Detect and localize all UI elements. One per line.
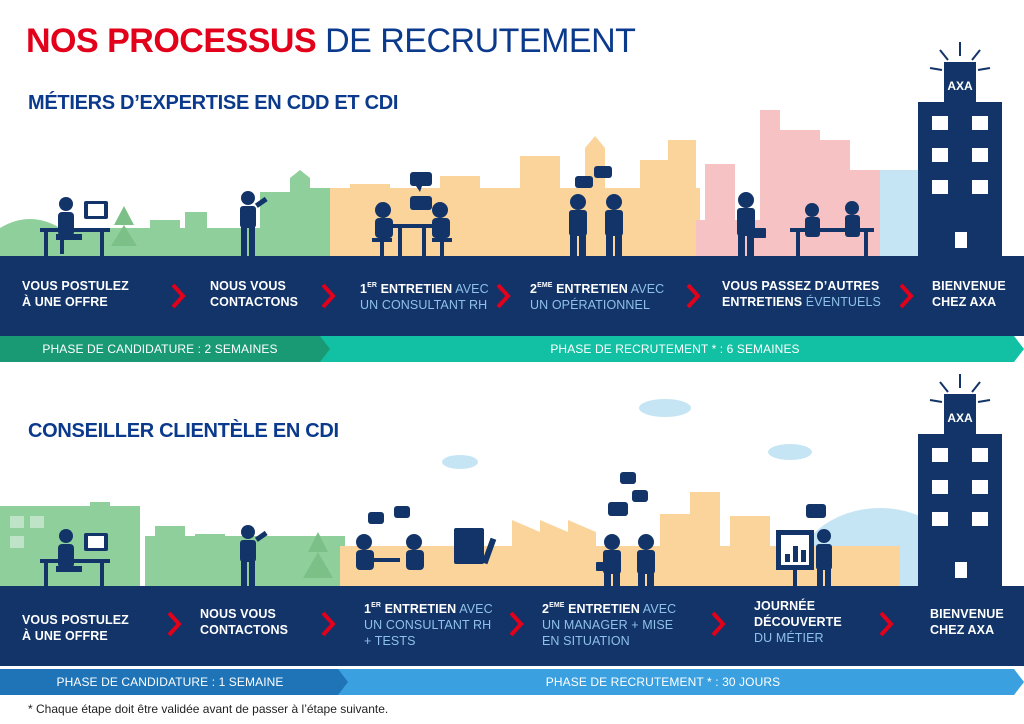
interview-consultant-icon [372,172,452,256]
s1-phase-bar [0,336,1024,362]
s1-phase-candidature: PHASE DE CANDIDATURE : 2 SEMAINES [42,342,278,356]
title-rest: DE RECRUTEMENT [325,22,636,60]
section1-steps-band [0,256,1024,336]
skyline-green [0,170,332,256]
house-icon [262,556,290,586]
person-at-computer-icon [40,197,110,256]
s2-phase-recrutement: PHASE DE RECRUTEMENT * : 30 JOURS [545,675,781,689]
s1-chevron-right-icon-3 [496,283,511,309]
skyline-pink [696,110,906,256]
tree-icon [111,206,137,246]
s1-phase-recrutement: PHASE DE RECRUTEMENT * : 6 SEMAINES [550,342,800,356]
interview-manager-icon [596,472,655,586]
person-at-computer-icon [40,529,110,586]
axa-building-icon: AXA [918,42,1002,256]
section2-steps-band [0,586,1024,666]
axa-logo-text: AXA [947,79,973,93]
s2-chevron-right-icon-1 [167,611,182,637]
s1-chevron-right-icon-5 [899,283,914,309]
s2-chevron-right-icon-3 [509,611,524,637]
section1-heading: MÉTIERS D’EXPERTISE EN CDD ET CDI [28,92,399,114]
skyline-green [0,502,345,586]
section1-illustration [0,110,924,256]
s2-phase-bar [0,669,1024,695]
title-strong: NOS PROCESSUS [26,22,317,60]
s1-chevron-right-icon-4 [686,283,701,309]
person-on-phone-icon [240,525,268,586]
s2-chevron-right-icon-5 [879,611,894,637]
tree-icon [303,532,333,578]
presentation-board-icon [776,504,832,586]
axa-logo-text-2: AXA [947,411,973,425]
s1-chevron-right-icon-2 [321,283,336,309]
skyline-orange [330,136,700,256]
axa-building-icon-2: AXA [918,374,1002,586]
s2-chevron-right-icon-4 [711,611,726,637]
interview-operational-icon [569,166,623,256]
page-title: NOS PROCESSUS DE RECRUTEMENT [26,22,636,61]
person-on-phone-icon [240,191,268,256]
footnote: * Chaque étape doit être validée avant d… [28,702,389,716]
skyline-blue [880,170,924,256]
interview-consultant-tests-icon [356,506,497,570]
s2-phase-candidature: PHASE DE CANDIDATURE : 1 SEMAINE [56,675,284,689]
s2-chevron-right-icon-2 [321,611,336,637]
section2-illustration [0,399,970,586]
section2-heading: CONSEILLER CLIENTÈLE EN CDI [28,420,339,442]
s1-chevron-right-icon-1 [171,283,186,309]
other-interviews-icon [737,192,874,256]
